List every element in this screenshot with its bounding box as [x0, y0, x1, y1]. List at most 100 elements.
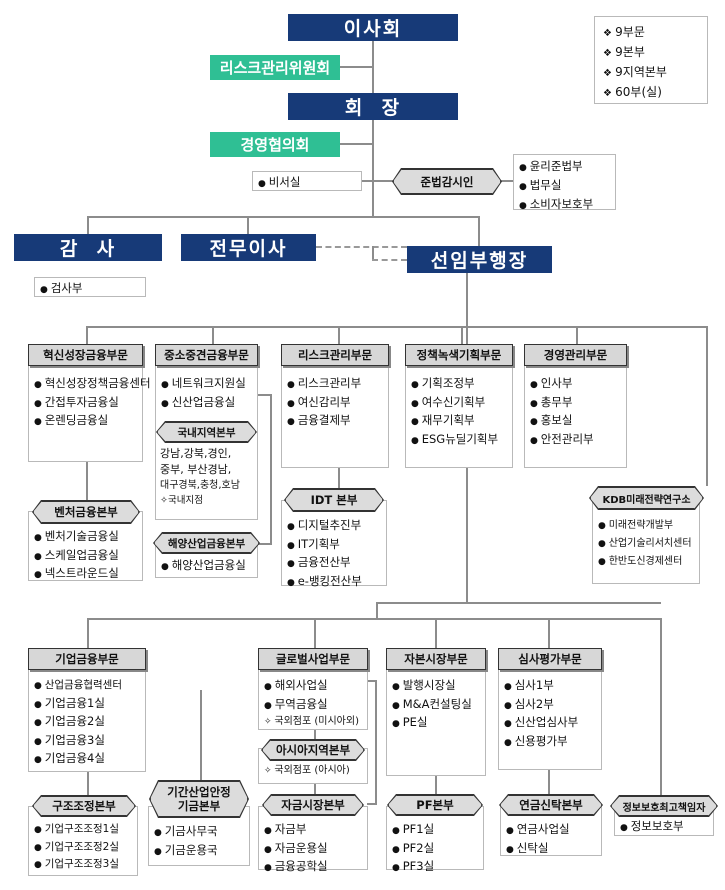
sme-header: 중소중견금융부문: [155, 344, 258, 366]
corporate-item: 기업금융2실: [34, 713, 145, 732]
audit-items-box: 검사부: [34, 277, 146, 297]
capital-market-item: 발행시장실: [392, 677, 485, 696]
compliance-item: 윤리준법부: [519, 158, 615, 177]
funding-market-box: 자금부 자금운용실 금융공학실: [258, 806, 368, 873]
venture-item: 스케일업금융실: [34, 547, 142, 566]
innovation-item: 온렌딩금융실: [34, 412, 142, 431]
domestic-region-header: 국내지역본부: [157, 422, 256, 442]
board-node: 이사회: [288, 14, 458, 41]
legend-item: 9지역본부: [603, 63, 707, 83]
risk-item: 금융결제부: [287, 412, 388, 431]
capital-market-item: M&A컨설팅실: [392, 696, 485, 715]
risk-box: 리스크관리부 여신감리부 금융결제부: [281, 352, 389, 468]
idt-item: IT기획부: [287, 536, 386, 555]
risk-committee-node: 리스크관리위원회: [210, 55, 340, 80]
capital-market-item: PE실: [392, 714, 485, 733]
funding-market-item: 금융공학실: [264, 858, 367, 877]
pension-item: 연금사업실: [506, 821, 601, 840]
legend-item: 9부문: [603, 23, 707, 43]
maritime-header: 해양산업금융본부: [154, 533, 259, 553]
domestic-branch-note-text: 국내지점: [167, 495, 203, 506]
restructuring-box: 기업구조조정1실 기업구조조정2실 기업구조조정3실: [28, 806, 138, 876]
policy-header: 정책녹색기획부문: [405, 344, 513, 366]
venture-item: 넥스트라운드실: [34, 565, 142, 584]
pension-header: 연금신탁본부: [500, 795, 602, 815]
idt-header: IDT 본부: [285, 489, 383, 511]
innovation-header: 혁신성장금융부문: [28, 344, 143, 366]
corporate-item: 산업금융협력센터: [34, 677, 145, 695]
sme-item: 네트워크지원실: [161, 375, 257, 394]
idt-item: 금융전산부: [287, 554, 386, 573]
policy-box: 기획조정부 여수신기획부 재무기획부 ESG뉴딜기획부: [405, 352, 513, 468]
infra-item: 기금사무국: [154, 823, 249, 842]
credit-eval-box: 심사1부 심사2부 신산업심사부 신용평가부: [498, 656, 602, 770]
pf-header: PF본부: [388, 795, 482, 815]
compliance-items-box: 윤리준법부 법무실 소비자보호부: [513, 154, 616, 211]
domestic-region-line: 강남,강북,경인,: [160, 447, 232, 460]
capital-market-header: 자본시장부문: [386, 648, 486, 670]
audit-node: 감 사: [14, 234, 162, 261]
corporate-item: 기업금융4실: [34, 750, 145, 769]
kdb-institute-item: 미래전략개발부: [598, 517, 699, 535]
risk-header: 리스크관리부문: [281, 344, 389, 366]
global-item: 무역금융실: [264, 696, 367, 715]
compliance-item: 법무실: [519, 177, 615, 196]
domestic-region-line: 대구경북,충청,호남: [160, 480, 240, 491]
risk-item: 여신감리부: [287, 394, 388, 413]
pf-item: PF2실: [392, 840, 483, 859]
secretary-box: 비서실: [252, 171, 362, 191]
info-security-header: 정보보호최고책임자: [611, 796, 717, 816]
infra-item: 기금운용국: [154, 842, 249, 861]
innovation-item: 간접투자금융실: [34, 394, 142, 413]
management-council-node: 경영협의회: [210, 132, 340, 157]
policy-item: ESG뉴딜기획부: [411, 431, 512, 450]
policy-item: 여수신기획부: [411, 394, 512, 413]
funding-market-item: 자금운용실: [264, 840, 367, 859]
managing-director-node: 전무이사: [181, 234, 316, 261]
global-note: 국외점포 (미시아외): [264, 714, 367, 731]
venture-header: 벤처금융본부: [33, 501, 139, 523]
legend-box: 9부문 9본부 9지역본부 60부(실): [594, 16, 708, 104]
domestic-branch-note: ✧국내지점: [160, 494, 258, 508]
legend-item: 9본부: [603, 43, 707, 63]
kdb-institute-header: KDB미래전략연구소: [590, 487, 703, 509]
management-item: 홍보실: [530, 412, 626, 431]
sme-item: 신산업금융실: [161, 394, 257, 413]
compliance-officer-node: 준법감시인: [393, 169, 501, 194]
credit-eval-item: 심사1부: [504, 677, 601, 696]
credit-eval-item: 심사2부: [504, 696, 601, 715]
note-icon: ✧: [160, 495, 168, 506]
domestic-region-line: 중부, 부산경남,: [160, 463, 232, 476]
corporate-header: 기업금융부문: [28, 648, 146, 670]
credit-eval-item: 신산업심사부: [504, 714, 601, 733]
credit-eval-header: 심사평가부문: [498, 648, 602, 670]
restructuring-header: 구조조정본부: [33, 796, 135, 816]
corporate-box: 산업금융협력센터 기업금융1실 기업금융2실 기업금융3실 기업금융4실: [28, 656, 146, 772]
management-box: 인사부 총무부 홍보실 안전관리부: [524, 352, 627, 468]
funding-market-item: 자금부: [264, 821, 367, 840]
restructuring-item: 기업구조조정2실: [34, 839, 137, 857]
management-item: 안전관리부: [530, 431, 626, 450]
legend-item: 60부(실): [603, 83, 707, 103]
infra-header: 기간산업안정 기금본부: [150, 781, 248, 817]
kdb-institute-item: 한반도신경제센터: [598, 553, 699, 571]
idt-box: 디지털추진부 IT기획부 금융전산부 e-뱅킹전산부: [281, 500, 387, 588]
management-header: 경영관리부문: [524, 344, 627, 366]
innovation-box: 혁신성장정책금융센터 간접투자금융실 온렌딩금융실: [28, 352, 151, 462]
maritime-item: 해양산업금융실: [161, 557, 257, 576]
restructuring-item: 기업구조조정1실: [34, 821, 137, 839]
compliance-item: 소비자보호부: [519, 196, 615, 215]
kdb-institute-box: 미래전략개발부 산업기술리서치센터 한반도신경제센터: [592, 498, 700, 584]
management-item: 인사부: [530, 375, 626, 394]
asia-note: 국외점포 (아시아): [264, 763, 367, 780]
kdb-institute-item: 산업기술리서치센터: [598, 535, 699, 553]
pf-item: PF1실: [392, 821, 483, 840]
asia-header: 아시아지역본부: [262, 740, 364, 760]
policy-item: 기획조정부: [411, 375, 512, 394]
pf-box: PF1실 PF2실 PF3실: [386, 806, 484, 873]
venture-item: 벤처기술금융실: [34, 528, 142, 547]
idt-item: 디지털추진부: [287, 517, 386, 536]
domestic-region-list: 강남,강북,경인, 중부, 부산경남, 대구경북,충청,호남 ✧국내지점: [160, 446, 258, 508]
corporate-item: 기업금융3실: [34, 732, 145, 751]
corporate-item: 기업금융1실: [34, 695, 145, 714]
